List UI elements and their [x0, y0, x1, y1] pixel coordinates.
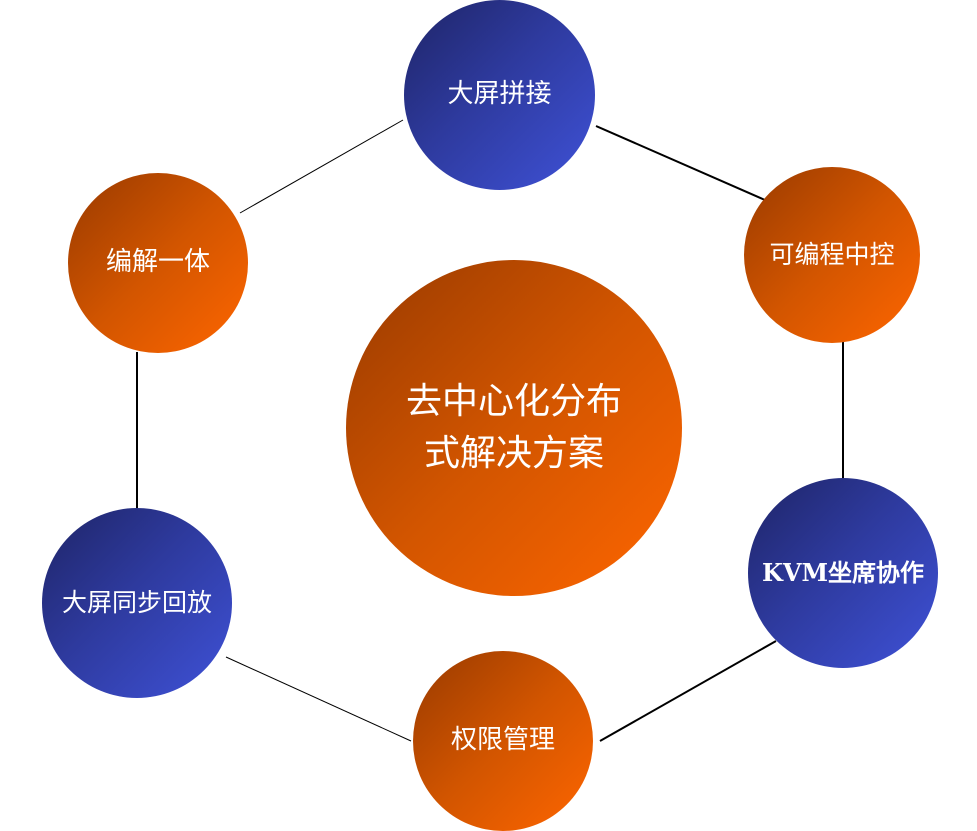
node-label: 权限管理 [450, 725, 555, 756]
node-label: 可编程中控 [769, 239, 895, 269]
node-label: 编解一体 [105, 247, 210, 278]
connector-line [595, 125, 766, 201]
connector-line [599, 640, 777, 742]
node-codec-integrated: 编解一体 [68, 173, 248, 353]
node-sync-playback: 大屏同步回放 [42, 508, 232, 698]
connector-line [225, 656, 412, 742]
center-node: 去中心化分布式解决方案 [346, 260, 682, 596]
node-large-screen-splicing: 大屏拼接 [404, 0, 595, 190]
node-label: 大屏同步回放 [61, 587, 212, 617]
connector-line [239, 119, 404, 214]
node-programmable-control: 可编程中控 [744, 167, 920, 343]
node-kvm-seat: KVM坐席协作 [748, 478, 938, 668]
center-label: 去中心化分布式解决方案 [405, 380, 622, 474]
node-label: 大屏拼接 [447, 79, 552, 110]
node-permission-management: 权限管理 [413, 651, 593, 831]
node-label: KVM坐席协作 [761, 558, 925, 588]
